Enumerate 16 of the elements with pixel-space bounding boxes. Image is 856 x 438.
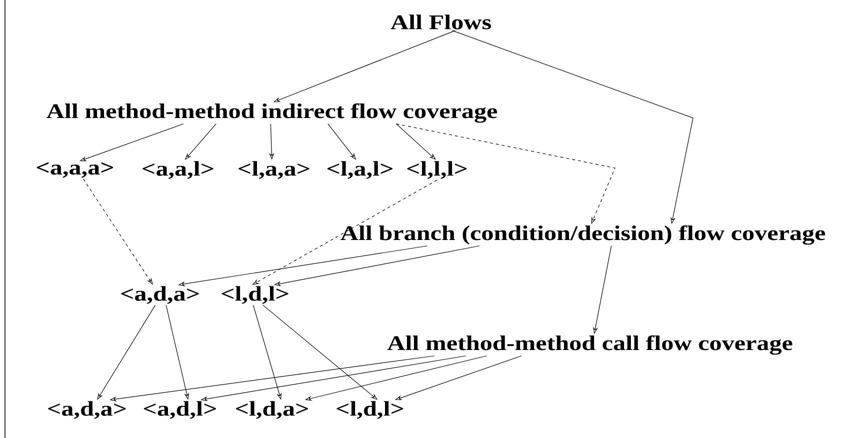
tuple-label: <a,d,a> (48, 401, 126, 419)
heading-text: All method-method indirect flow coverage (46, 103, 498, 123)
tuple-label: <l,d,l> (336, 401, 404, 419)
tuple-label: <a,d,a> (121, 286, 199, 304)
tuple-label: <a,d,l> (144, 401, 216, 419)
tuple-label: <a,a,a> (36, 162, 114, 178)
tuple-label: <l,d,a> (236, 401, 308, 419)
heading-text: All Flows (390, 14, 491, 30)
tuple-label: <l,d,l> (222, 286, 288, 304)
tuple-label: <l,l,l> (407, 161, 467, 179)
tuple-label: <l,a,l> (327, 161, 392, 179)
arrow (396, 124, 436, 160)
heading-text: All branch (condition/decision) flow coverage (340, 225, 826, 245)
tuple-label: <a,a,l> (142, 161, 214, 179)
heading-text: All method-method call flow coverage (387, 335, 792, 355)
tuple-label: <l,a,a> (238, 161, 310, 179)
